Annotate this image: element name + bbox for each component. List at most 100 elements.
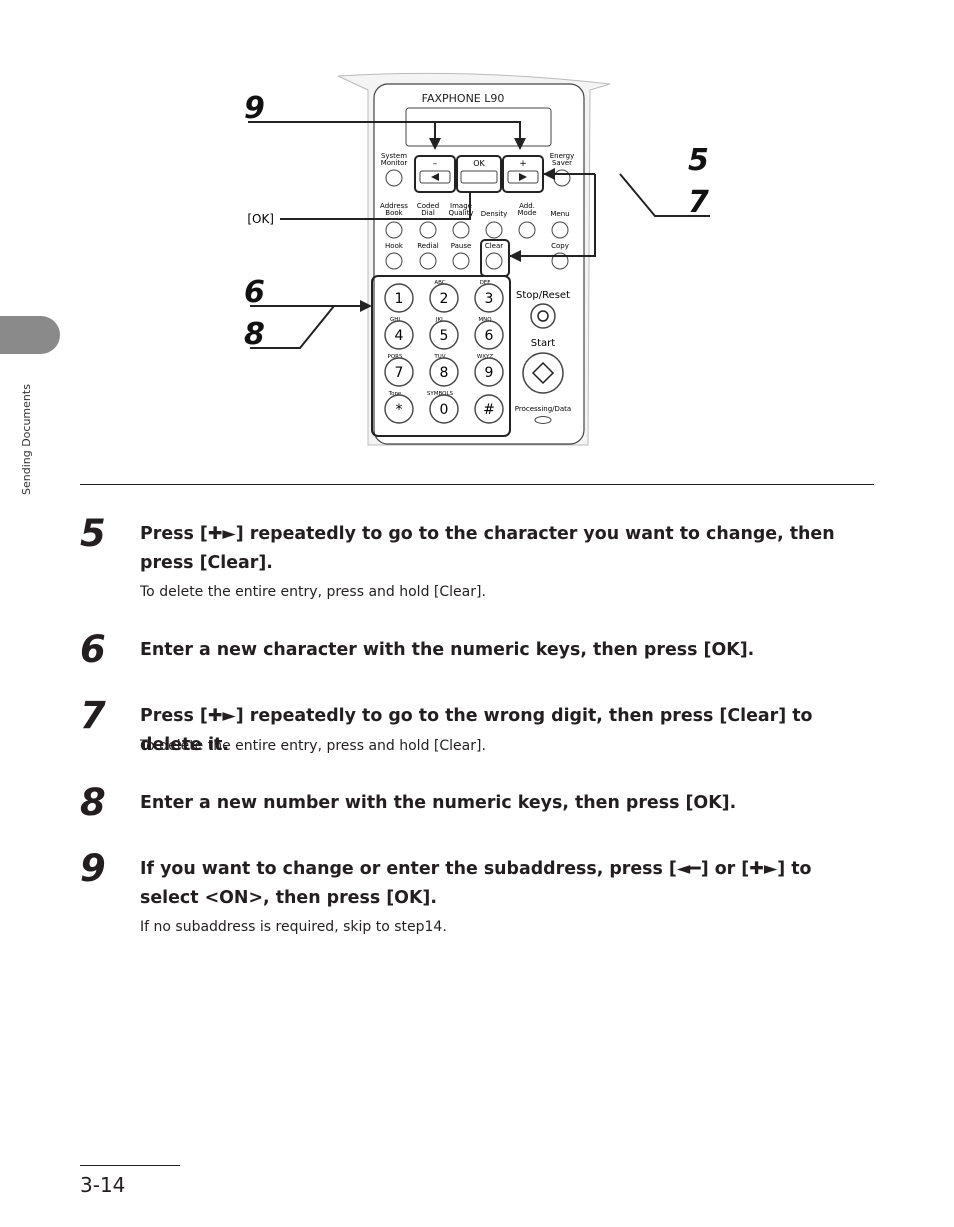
key-label: 1: [395, 291, 404, 307]
key-5-button[interactable]: [429, 320, 459, 350]
key-8-button[interactable]: [429, 357, 459, 387]
start-icon: [531, 361, 555, 385]
key-label: 7: [395, 365, 404, 381]
step-title: If you want to change or enter the subad…: [140, 859, 812, 908]
ok-callout-label: [OK]: [247, 212, 274, 226]
start-label: Start: [531, 338, 556, 349]
ok-highlight: [456, 155, 502, 193]
hook-row-labels: Hook Redial Pause Clear Copy: [385, 242, 569, 250]
stop-icon: [537, 310, 549, 322]
image-quality-button[interactable]: [452, 221, 470, 239]
key-label: 8: [440, 365, 449, 381]
lcd-display: [405, 107, 552, 147]
key-label: 0: [440, 402, 449, 418]
minus-highlight: [414, 155, 456, 193]
key-label: 4: [395, 328, 404, 344]
callout-9: 9: [244, 91, 265, 126]
key-9-button[interactable]: [474, 357, 504, 387]
key-6-button[interactable]: [474, 320, 504, 350]
coded-dial-button[interactable]: [419, 221, 437, 239]
key-letters-label: GHI: [390, 317, 400, 323]
step-number: 7: [80, 694, 106, 737]
ok-button[interactable]: [460, 170, 498, 184]
processing-data-label: Processing/Data: [515, 405, 571, 413]
energy-saver-button[interactable]: [553, 169, 571, 187]
key-label: 2: [440, 291, 449, 307]
menu-button[interactable]: [551, 221, 569, 239]
key-7-button[interactable]: [384, 357, 414, 387]
key-label: 6: [485, 328, 494, 344]
pause-button[interactable]: [452, 252, 470, 270]
address-book-button[interactable]: [385, 221, 403, 239]
callout-8: 8: [244, 317, 265, 352]
stop-reset-label: Stop/Reset: [516, 290, 570, 301]
step-note: To delete the entire entry, press and ho…: [140, 584, 486, 600]
callout-6: 6: [244, 275, 265, 310]
stop-reset-button[interactable]: [530, 303, 556, 329]
plus-label: +: [519, 159, 527, 169]
step-number: 8: [80, 781, 106, 824]
minus-label: –: [433, 159, 438, 169]
key-4-button[interactable]: [384, 320, 414, 350]
key-2-button[interactable]: [429, 283, 459, 313]
clear-button[interactable]: [485, 252, 503, 270]
page-number: 3-14: [80, 1173, 126, 1197]
key-letters-label: DEF: [480, 280, 491, 286]
step-title: Enter a new character with the numeric k…: [140, 640, 755, 660]
section-tab: [0, 316, 60, 354]
callout-5: 5: [688, 143, 709, 178]
section-label: Sending Documents: [20, 384, 33, 495]
key-letters-label: SYMBOLS: [427, 391, 454, 397]
key-*-button[interactable]: [384, 394, 414, 424]
svg-text:Redial: Redial: [417, 242, 439, 250]
footer-rule: [80, 1165, 180, 1166]
redial-button[interactable]: [419, 252, 437, 270]
key-3-button[interactable]: [474, 283, 504, 313]
key-letters-label: Tone: [388, 391, 402, 397]
add-mode-button[interactable]: [518, 221, 536, 239]
processing-data-lamp: [534, 416, 552, 424]
callout-7: 7: [688, 185, 709, 220]
step-title: Press [✚►] repeatedly to go to the wrong…: [140, 706, 813, 755]
keypad-highlight: [371, 275, 511, 437]
svg-text:Add.Mode: Add.Mode: [517, 202, 536, 217]
callout-lines: [248, 121, 710, 349]
svg-text:Hook: Hook: [385, 242, 404, 250]
step-title: Enter a new number with the numeric keys…: [140, 793, 737, 813]
key-letters-label: WXYZ: [477, 354, 494, 360]
key-0-button[interactable]: [429, 394, 459, 424]
key-#-button[interactable]: [474, 394, 504, 424]
step-title: Press [✚►] repeatedly to go to the chara…: [140, 524, 835, 573]
key-letters-label: TUV: [433, 354, 445, 360]
svg-text:Pause: Pause: [451, 242, 472, 250]
step-note: To delete the entire entry, press and ho…: [140, 738, 486, 754]
start-button[interactable]: [522, 352, 564, 394]
system-monitor-button[interactable]: [385, 169, 403, 187]
hook-button[interactable]: [385, 252, 403, 270]
svg-text:Copy: Copy: [551, 242, 569, 250]
density-button[interactable]: [485, 221, 503, 239]
key-label: *: [396, 402, 403, 418]
key-letters-label: ABC: [434, 280, 445, 286]
left-arrow-icon: [431, 173, 439, 181]
key-letters-label: MNO: [478, 317, 492, 323]
key-label: 5: [440, 328, 449, 344]
key-label: 3: [485, 291, 494, 307]
ok-label: OK: [473, 159, 485, 168]
numeric-keypad: 1ABC2DEF3GHI4JKL5MNO6PQRS7TUV8WXYZ9Tone*…: [384, 280, 504, 424]
svg-text:Clear: Clear: [485, 242, 503, 250]
key-1-button[interactable]: [384, 283, 414, 313]
key-label: #: [483, 402, 495, 418]
step-number: 6: [80, 628, 106, 671]
svg-text:Menu: Menu: [550, 210, 569, 218]
right-arrow-icon: [519, 173, 527, 181]
device-model-label: FAXPHONE L90: [422, 92, 505, 105]
key-label: 9: [485, 365, 494, 381]
